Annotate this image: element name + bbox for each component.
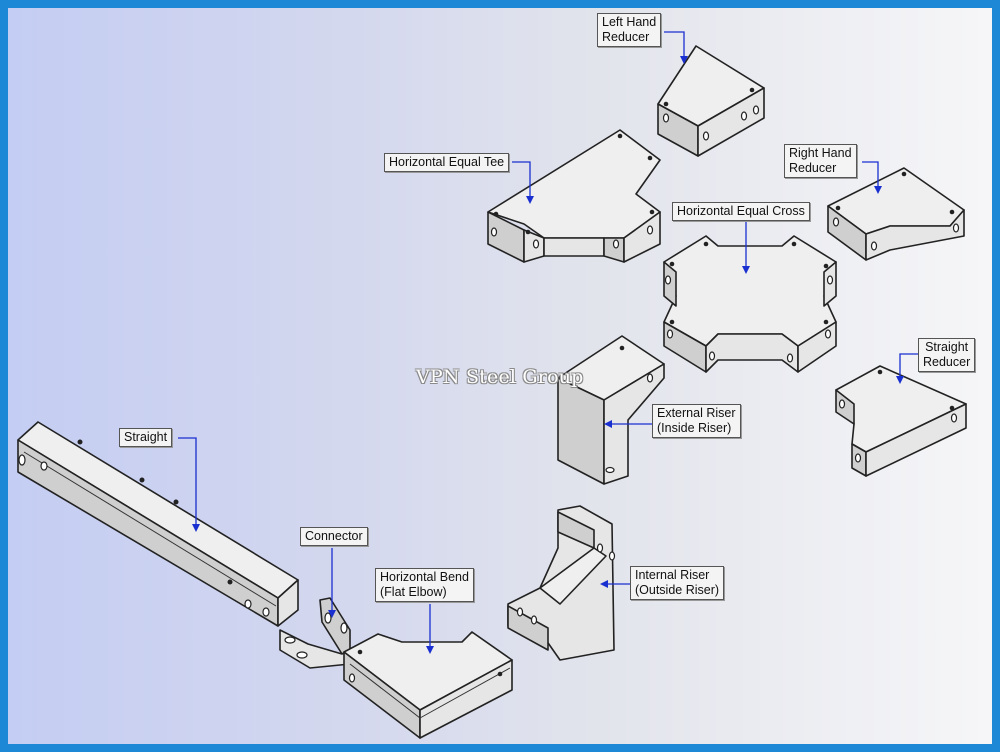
label-horizontal-bend: Horizontal Bend (Flat Elbow) [375, 568, 474, 602]
label-internal-riser: Internal Riser (Outside Riser) [630, 566, 725, 600]
label-connector: Connector [300, 527, 368, 546]
straight-tray-part [17, 421, 299, 627]
straight-reducer-part [835, 365, 967, 477]
label-straight: Straight [119, 428, 173, 447]
left-hand-reducer-part [657, 45, 765, 157]
cable-tray-fittings-drawing [17, 31, 967, 739]
right-hand-reducer-part [827, 167, 965, 261]
internal-riser-part [507, 505, 616, 661]
label-horizontal-equal-tee: Horizontal Equal Tee [384, 153, 510, 172]
label-left-hand-reducer: Left Hand Reducer [597, 13, 662, 47]
label-right-hand-reducer: Right Hand Reducer [784, 144, 857, 178]
horizontal-equal-tee-part [487, 129, 661, 263]
watermark: VPN Steel Group [416, 366, 584, 388]
horizontal-equal-cross-part [663, 235, 837, 373]
label-horizontal-equal-cross: Horizontal Equal Cross [672, 202, 810, 221]
horizontal-bend-part [343, 631, 513, 739]
external-riser-part [557, 335, 665, 485]
label-straight-reducer: Straight Reducer [918, 338, 976, 372]
diagram-panel: VPN Steel Group Left Hand Reducer Right … [8, 8, 992, 744]
label-external-riser: External Riser (Inside Riser) [652, 404, 741, 438]
leader-lines [178, 31, 918, 654]
